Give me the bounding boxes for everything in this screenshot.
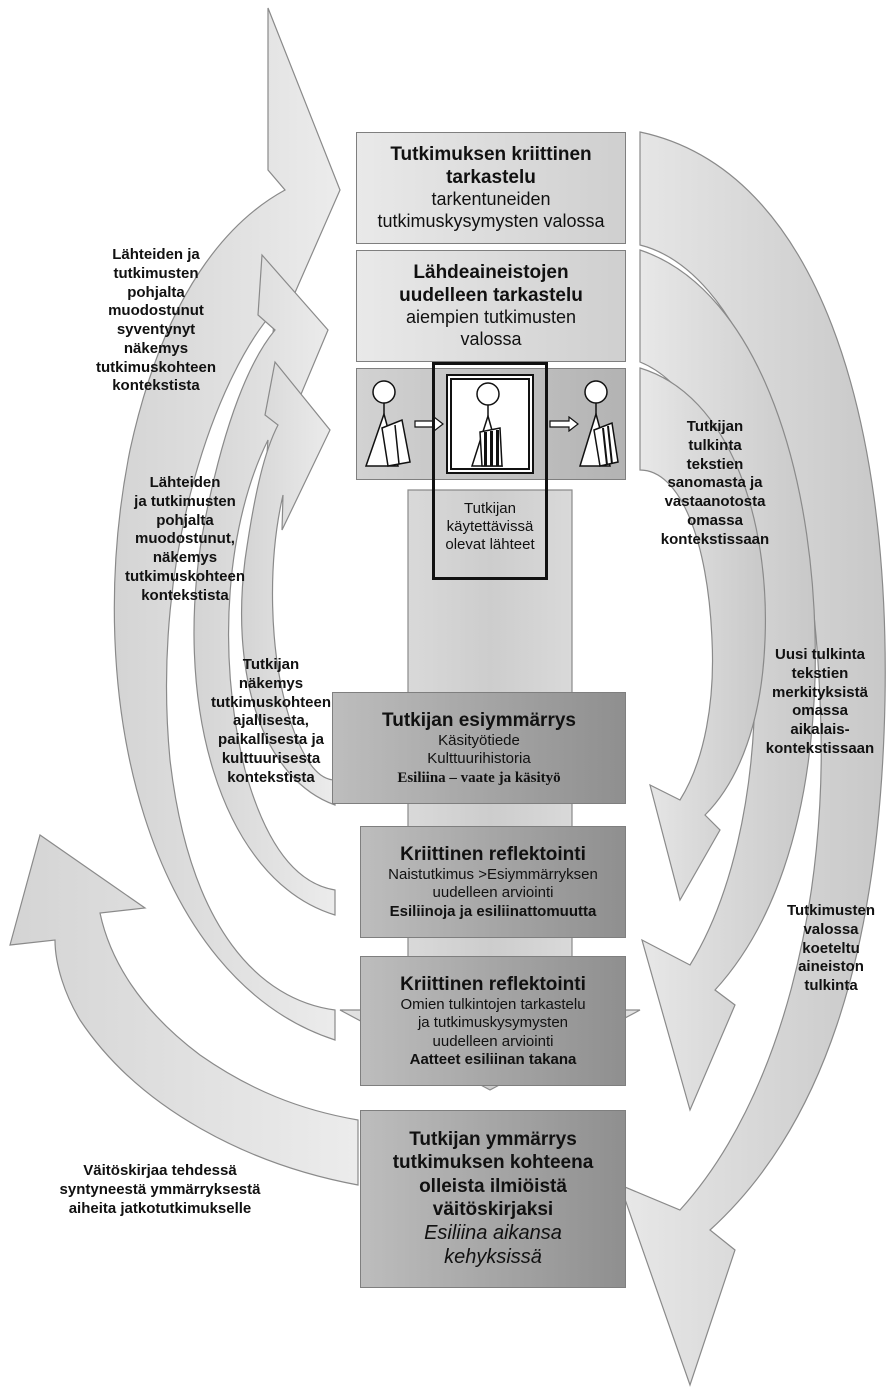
label-line: kontekstista xyxy=(112,377,200,395)
label-line: omassa xyxy=(792,702,848,720)
reflection2-title: Kriittinen reflektointi xyxy=(400,973,586,995)
label-line: syventynyt xyxy=(116,321,196,338)
label-line: tutkimuskohteen xyxy=(210,693,331,711)
reflection1-line-2: uudelleen arviointi xyxy=(432,884,554,902)
label-line: ja tutkimusten xyxy=(134,492,236,510)
label-line: tulkinta xyxy=(688,436,742,454)
left-middle-arc-arrow xyxy=(193,253,336,916)
understanding-line-5: Esiliina aikansa xyxy=(424,1221,562,1244)
critical-review-sub-2: tutkimuskysymysten valossa xyxy=(377,211,605,232)
sources-line-1: Tutkijan xyxy=(464,499,516,517)
person-figure-left xyxy=(364,380,411,467)
label-line: ajallisesta, xyxy=(233,712,309,730)
reflection-box-1: Kriittinen reflektointi Naistutkimus >Es… xyxy=(360,826,626,938)
label-line: tulkinta xyxy=(804,977,858,994)
sources-line-2: käytettävissä xyxy=(446,517,534,535)
label-line: aikalais- xyxy=(790,721,850,738)
preunderstanding-title: Tutkijan esiymmärrys xyxy=(382,709,576,731)
label-line: pohjalta xyxy=(127,283,185,301)
preunderstanding-line-1: Käsityötiede xyxy=(438,732,520,750)
understanding-box: Tutkijan ymmärrys tutkimuksen kohteena o… xyxy=(360,1110,626,1288)
right-inner-arc-arrow xyxy=(639,367,767,902)
critical-review-title-2: tarkastelu xyxy=(446,167,536,189)
sources-text: Tutkijan käytettävissä olevat lähteet xyxy=(436,492,544,562)
reflection1-title: Kriittinen reflektointi xyxy=(400,843,586,865)
label-line: tutkimuskohteen xyxy=(95,358,216,376)
label-line: valossa xyxy=(803,920,859,938)
reflection2-line-3: uudelleen arviointi xyxy=(432,1032,554,1050)
source-review-title-1: Lähdeaineistojen xyxy=(413,261,569,283)
critical-review-box: Tutkimuksen kriittinen tarkastelu tarken… xyxy=(356,132,626,244)
person-figure-right xyxy=(578,380,619,467)
reflection2-line-4: Aatteet esiliinan takana xyxy=(409,1050,577,1068)
understanding-line-1: Tutkijan ymmärrys xyxy=(409,1129,577,1151)
reflection1-line-1: Naistutkimus >Esiymmärryksen xyxy=(388,866,598,884)
source-review-box: Lähdeaineistojen uudelleen tarkastelu ai… xyxy=(356,250,626,362)
label-line: kulttuurisesta xyxy=(221,749,321,767)
bottom-left-return-arrow xyxy=(9,834,359,1186)
label-line: merkityksistä xyxy=(772,683,868,701)
label-line: näkemys xyxy=(123,339,189,357)
left-inner-arc-arrow xyxy=(240,360,336,806)
critical-review-sub-1: tarkentuneiden xyxy=(431,189,551,210)
label-line: syntyneestä ymmärryksestä xyxy=(59,1180,261,1198)
label-line: Tutkijan xyxy=(242,656,300,673)
understanding-line-4: väitöskirjaksi xyxy=(432,1198,554,1220)
source-review-title-2: uudelleen tarkastelu xyxy=(399,285,583,307)
label-line: pohjalta xyxy=(156,511,214,529)
sources-frame xyxy=(432,362,548,580)
source-review-sub-1: aiempien tutkimusten xyxy=(405,307,577,328)
arrow-right-icon-2 xyxy=(549,416,579,432)
label-line: tekstien xyxy=(791,664,849,682)
label-line: tutkimusten xyxy=(113,264,199,282)
label-line: Lähteiden ja xyxy=(112,246,200,263)
reflection-box-2: Kriittinen reflektointi Omien tulkintoje… xyxy=(360,956,626,1086)
label-line: muodostunut xyxy=(108,302,204,320)
label-line: aiheita jatkotutkimukselle xyxy=(68,1199,252,1217)
label-line: koeteltu xyxy=(802,939,860,957)
label-line: vastaanotosta xyxy=(664,493,766,510)
reflection1-line-3: Esiliinoja ja esiliinattomuutta xyxy=(389,902,597,920)
label-line: Uusi tulkinta xyxy=(774,646,865,663)
person-figure-center xyxy=(470,382,503,467)
label-line: kontekstista xyxy=(227,768,315,786)
preunderstanding-line-2: Kulttuurihistoria xyxy=(427,750,531,768)
understanding-line-3: olleista ilmiöistä xyxy=(419,1175,567,1197)
label-line: Tutkijan xyxy=(686,418,744,435)
understanding-line-2: tutkimuksen kohteena xyxy=(392,1152,594,1174)
reflection2-line-1: Omien tulkintojen tarkastelu xyxy=(400,995,586,1013)
label-line: muodostunut, xyxy=(135,530,235,548)
label-line: kontekstissaan xyxy=(660,530,770,548)
critical-review-title-1: Tutkimuksen kriittinen xyxy=(390,143,592,165)
label-line: kontekstissaan xyxy=(765,739,875,757)
label-line: tutkimuskohteen xyxy=(124,567,245,585)
label-line: paikallisesta ja xyxy=(218,731,324,748)
label-line: Väitöskirjaa tehdessä xyxy=(83,1162,237,1179)
understanding-line-6: kehyksissä xyxy=(444,1246,542,1269)
preunderstanding-line-3: Esiliina – vaate ja käsityö xyxy=(397,769,561,786)
label-line: Tutkimusten xyxy=(786,902,876,919)
source-review-sub-2: valossa xyxy=(460,329,522,350)
label-line: näkemys xyxy=(152,549,218,566)
label-line: sanomasta ja xyxy=(667,474,763,492)
preunderstanding-box: Tutkijan esiymmärrys Käsityötiede Kulttu… xyxy=(332,692,626,804)
left-outer-arc-arrow xyxy=(113,7,341,1041)
sources-line-3: olevat lähteet xyxy=(445,536,535,554)
label-line: kontekstista xyxy=(141,586,229,604)
label-line: Lähteiden xyxy=(149,474,221,491)
label-line: omassa xyxy=(687,511,743,529)
reflection2-line-2: ja tutkimuskysymysten xyxy=(417,1014,569,1032)
label-line: näkemys xyxy=(238,674,304,692)
label-line: aineiston xyxy=(798,958,864,976)
label-line: tekstien xyxy=(686,455,744,473)
